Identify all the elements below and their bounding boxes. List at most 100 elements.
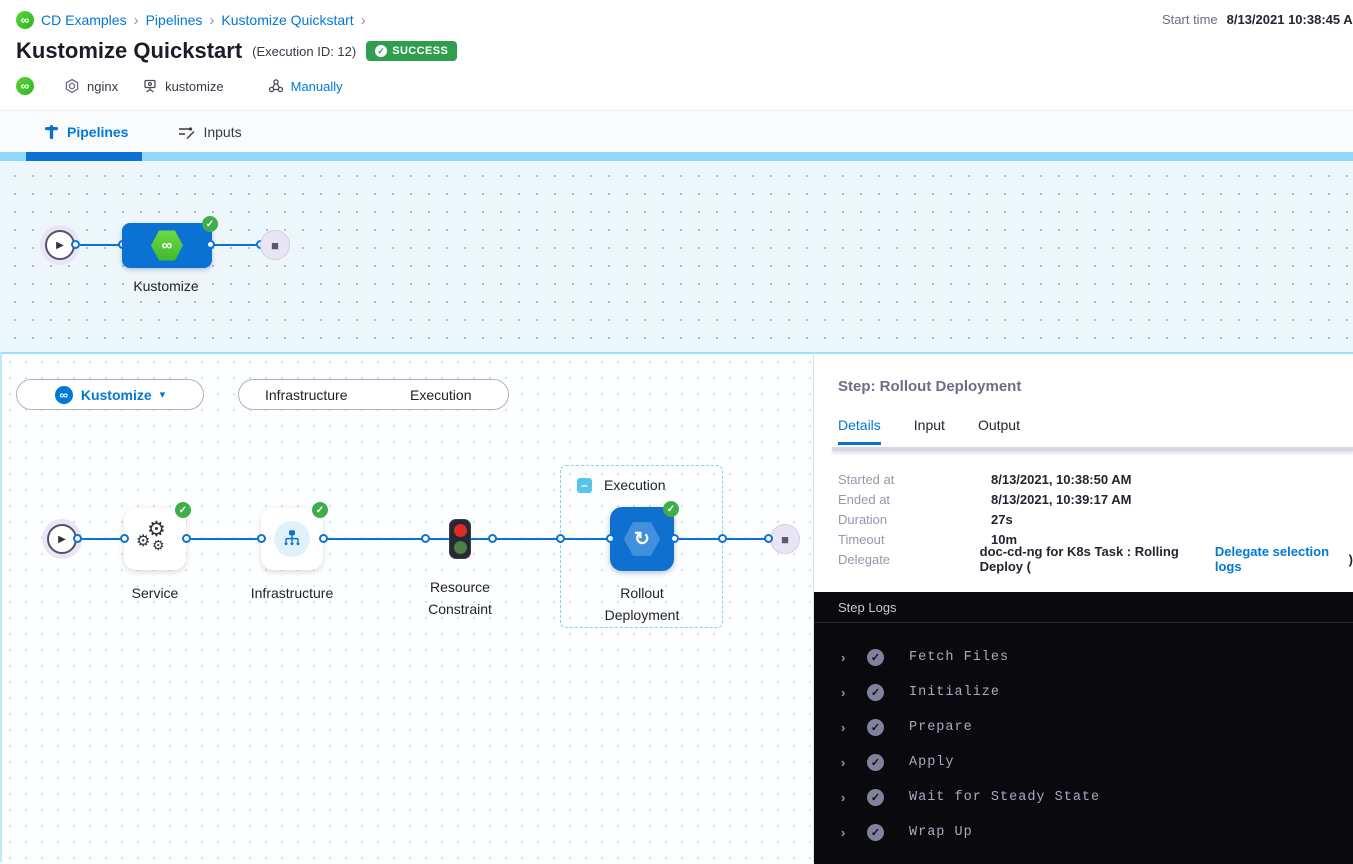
tab-strip — [0, 152, 1353, 161]
stage-selector-dropdown[interactable]: ∞ Kustomize ▾ — [16, 379, 204, 410]
chevron-right-icon[interactable]: › — [841, 825, 855, 840]
success-check-icon: ✓ — [663, 501, 679, 517]
detail-row-ended: Ended at 8/13/2021, 10:39:17 AM — [838, 489, 1353, 509]
stage-label: Kustomize — [116, 275, 216, 297]
execution-group-header: – Execution — [577, 477, 665, 493]
tab-inputs[interactable]: Inputs — [178, 124, 241, 140]
toggle-infrastructure[interactable]: Infrastructure — [239, 387, 374, 403]
title-row: Kustomize Quickstart (Execution ID: 12) … — [16, 38, 457, 64]
start-time-value: 8/13/2021 10:38:45 AM — [1227, 12, 1353, 27]
main-tabbar: Pipelines Inputs — [0, 110, 1353, 152]
pipeline-end-node: ■ — [260, 230, 290, 260]
chevron-right-icon[interactable]: › — [841, 755, 855, 770]
step-logs-header: Step Logs — [814, 592, 1353, 623]
chevron-right-icon[interactable]: › — [841, 790, 855, 805]
log-check-icon: ✓ — [867, 684, 884, 701]
step-node-rollout-deployment[interactable]: ↻ ✓ — [610, 507, 674, 571]
label-infrastructure: Infrastructure — [227, 582, 357, 604]
view-toggle: Infrastructure Execution — [238, 379, 509, 410]
chevron-right-icon[interactable]: › — [841, 650, 855, 665]
play-icon: ▶ — [56, 240, 64, 251]
gears-icon: ⚙ ⚙ ⚙ — [138, 522, 172, 556]
chevron-right-icon: › — [209, 12, 214, 29]
check-icon: ✓ — [375, 45, 387, 57]
collapse-minus-icon[interactable]: – — [577, 478, 592, 493]
chevron-right-icon[interactable]: › — [841, 685, 855, 700]
connector-dot — [718, 534, 727, 543]
connector-dot — [206, 240, 215, 249]
tab-pipelines[interactable]: Pipelines — [44, 124, 128, 140]
cd-module-icon: ∞ — [16, 77, 34, 95]
infrastructure-icon — [274, 521, 310, 557]
cd-module-icon: ∞ — [16, 11, 34, 29]
stage-selector-label: Kustomize — [81, 387, 152, 403]
caret-down-icon: ▾ — [160, 388, 166, 401]
log-check-icon: ✓ — [867, 719, 884, 736]
red-light-icon — [454, 524, 467, 537]
page-title: Kustomize Quickstart — [16, 38, 242, 64]
execution-group-label: Execution — [604, 477, 665, 493]
stage-node-kustomize[interactable]: ∞ ✓ — [122, 223, 212, 268]
tab-details[interactable]: Details — [838, 417, 881, 445]
status-text: SUCCESS — [392, 45, 448, 57]
breadcrumb-kustomize-quickstart[interactable]: Kustomize Quickstart — [221, 12, 353, 28]
connector-dot — [421, 534, 430, 543]
play-icon: ▶ — [58, 534, 66, 545]
connector-dot — [670, 534, 679, 543]
page-header: ∞ CD Examples › Pipelines › Kustomize Qu… — [0, 0, 1353, 110]
connector-dot — [71, 240, 80, 249]
label-resource-constraint: Resource Constraint — [400, 576, 520, 620]
pipelines-icon — [44, 124, 59, 140]
log-section-wait-for-steady-state[interactable]: › ✓ Wait for Steady State — [814, 785, 1353, 809]
success-check-icon: ✓ — [312, 502, 328, 518]
resource-constraint-node[interactable] — [449, 519, 471, 559]
connector-dot — [764, 534, 773, 543]
label-service: Service — [105, 582, 205, 604]
connector-dot — [73, 534, 82, 543]
step-details-table: Started at 8/13/2021, 10:38:50 AM Ended … — [838, 469, 1353, 569]
log-section-prepare[interactable]: › ✓ Prepare — [814, 715, 1353, 739]
log-section-wrap-up[interactable]: › ✓ Wrap Up — [814, 820, 1353, 844]
connector-dot — [606, 534, 615, 543]
detail-row-duration: Duration 27s — [838, 509, 1353, 529]
start-time: Start time 8/13/2021 10:38:45 AM — [1162, 12, 1353, 27]
trigger-icon — [268, 78, 284, 94]
status-badge: ✓ SUCCESS — [366, 41, 457, 61]
stop-icon: ■ — [781, 532, 789, 547]
connector-dot — [488, 534, 497, 543]
breadcrumb-cd-examples[interactable]: CD Examples — [41, 12, 127, 28]
log-section-apply[interactable]: › ✓ Apply — [814, 750, 1353, 774]
success-check-icon: ✓ — [175, 502, 191, 518]
environment-tag[interactable]: kustomize — [165, 79, 224, 94]
log-check-icon: ✓ — [867, 754, 884, 771]
log-check-icon: ✓ — [867, 649, 884, 666]
log-section-fetch-files[interactable]: › ✓ Fetch Files — [814, 645, 1353, 669]
step-node-service[interactable]: ⚙ ⚙ ⚙ ✓ — [124, 508, 186, 570]
cd-module-icon: ∞ — [55, 386, 73, 404]
execution-graph-canvas[interactable]: ∞ Kustomize ▾ Infrastructure Execution ▶… — [0, 352, 813, 862]
panel-divider — [832, 447, 1353, 451]
tab-inputs-label: Inputs — [203, 124, 241, 140]
trigger-tag[interactable]: Manually — [291, 79, 343, 94]
chevron-right-icon[interactable]: › — [841, 720, 855, 735]
start-time-label: Start time — [1162, 12, 1218, 27]
tags-row: ∞ nginx kustomize Manually — [16, 77, 343, 95]
tab-output[interactable]: Output — [978, 417, 1020, 445]
cd-hexagon-icon: ∞ — [151, 230, 183, 262]
log-section-initialize[interactable]: › ✓ Initialize — [814, 680, 1353, 704]
stage-graph-canvas[interactable]: ▶ ∞ ✓ ■ Kustomize — [0, 161, 1353, 352]
delegate-selection-logs-link[interactable]: Delegate selection logs — [1215, 544, 1349, 574]
success-check-icon: ✓ — [202, 216, 218, 232]
step-node-infrastructure[interactable]: ✓ — [261, 508, 323, 570]
service-tag[interactable]: nginx — [87, 79, 118, 94]
toggle-execution[interactable]: Execution — [374, 387, 509, 403]
active-tab-underline — [26, 152, 142, 161]
breadcrumb-pipelines[interactable]: Pipelines — [146, 12, 203, 28]
detail-row-delegate: Delegate doc-cd-ng for K8s Task : Rollin… — [838, 549, 1353, 569]
connector-dot — [182, 534, 191, 543]
green-light-icon — [454, 541, 467, 554]
breadcrumb: ∞ CD Examples › Pipelines › Kustomize Qu… — [16, 11, 366, 29]
environment-icon — [142, 78, 158, 94]
step-logs-panel: Step Logs › ✓ Fetch Files › ✓ Initialize… — [814, 592, 1353, 864]
tab-input[interactable]: Input — [914, 417, 945, 445]
